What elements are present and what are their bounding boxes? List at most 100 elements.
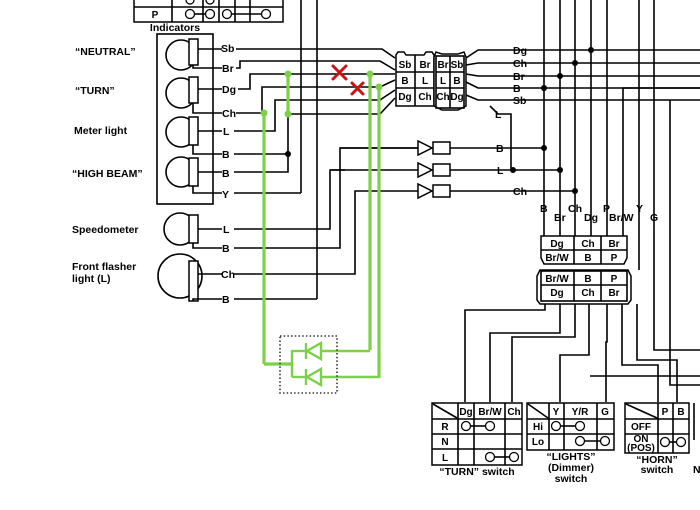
pin: P	[611, 274, 618, 285]
pin: Br	[608, 239, 619, 250]
wire-dg: Dg	[222, 84, 236, 96]
lights-caption: switch	[555, 473, 588, 485]
pin: P	[611, 253, 618, 264]
bus-b: B	[513, 83, 521, 95]
lights-caption: “LIGHTS”	[547, 451, 596, 463]
diode-b-icon	[340, 139, 451, 157]
horn-row: (POS)	[627, 443, 655, 454]
pin: Dg	[550, 239, 563, 250]
pin: Ch	[581, 239, 594, 250]
wire-b: B	[222, 243, 230, 255]
col-label: Y	[636, 203, 643, 215]
ignition-key-table: P	[133, 0, 284, 23]
pin: Br	[419, 60, 430, 71]
pin: Dg	[450, 92, 463, 103]
horn-row: ON	[634, 434, 649, 445]
horn-header: B	[677, 407, 684, 418]
bus-l: L	[495, 109, 502, 121]
wire-b: B	[222, 294, 230, 306]
col-label: Br	[554, 212, 566, 224]
label-high-beam: “HIGH BEAM”	[72, 168, 143, 180]
diode-module-outline	[279, 335, 338, 394]
col-label: B	[540, 203, 548, 215]
pin: Sb	[399, 60, 412, 71]
diode-l-icon	[417, 161, 451, 179]
bus-ch: Ch	[513, 186, 527, 198]
bus-dg: Dg	[513, 45, 527, 57]
turn-switch-caption: “TURN” switch	[439, 466, 514, 478]
lights-header: Y/R	[572, 407, 589, 418]
pin: B	[401, 76, 408, 87]
col-label: Br/W	[609, 212, 634, 224]
label-speedometer: Speedometer	[72, 224, 139, 236]
horn-row: OFF	[631, 422, 651, 433]
lamp-turn-icon	[165, 76, 222, 114]
horn-header: P	[662, 407, 669, 418]
pin: Br	[608, 288, 619, 299]
lights-row: Lo	[532, 437, 544, 448]
lights-caption: (Dimmer)	[548, 462, 594, 474]
pin: Dg	[398, 92, 411, 103]
bus-ch: Ch	[513, 58, 527, 70]
label-front-flasher-2: light (L)	[72, 273, 110, 285]
lamp-front-flasher-icon	[157, 253, 222, 302]
pin: Br/W	[545, 274, 569, 285]
lamp-meter-icon	[165, 116, 222, 155]
col-label: P	[603, 203, 610, 215]
lights-header: G	[601, 407, 609, 418]
pin: Dg	[550, 288, 563, 299]
wire-b: B	[222, 149, 230, 161]
bus-l: L	[497, 165, 504, 177]
partial-label: N	[693, 464, 700, 476]
lamp-speedometer-icon	[163, 212, 222, 249]
pin: Ch	[581, 288, 594, 299]
pin: L	[440, 76, 446, 87]
wire-sb: Sb	[221, 43, 234, 55]
wire-ch: Ch	[221, 269, 235, 281]
diode-ch-icon	[417, 182, 451, 200]
diode-upper-icon	[304, 340, 370, 362]
connector-lower-top: Dg Ch Br Br/W B P	[540, 235, 628, 265]
horn-switch-table: P B OFF ON (POS) “HORN” switch	[624, 402, 690, 476]
wire-l: L	[223, 224, 230, 236]
diode-lower-icon	[304, 366, 379, 388]
connector-right: Br Sb L B Ch Dg	[433, 51, 467, 111]
pin: Br	[437, 60, 448, 71]
col-label: Ch	[568, 203, 582, 215]
bus-br: Br	[513, 71, 525, 83]
pin: B	[584, 274, 591, 285]
turn-header: Ch	[507, 407, 520, 418]
diode-modification	[260, 70, 383, 394]
indicators-title: Indicators	[150, 22, 200, 34]
lights-switch-table: Y Y/R G Hi Lo “LIGHTS” (Dimmer) switch	[526, 402, 615, 485]
horn-caption: “HORN”	[636, 454, 677, 466]
turn-switch-table: Dg Br/W Ch R N L “TURN” switch	[431, 402, 523, 478]
cut-mark-icon	[350, 81, 365, 96]
col-label: Dg	[584, 212, 598, 224]
pin: L	[422, 76, 428, 87]
pin: B	[584, 253, 591, 264]
turn-row: R	[441, 422, 449, 433]
lamp-neutral-icon	[165, 38, 222, 71]
indicators-panel	[156, 33, 214, 205]
bus-b: B	[496, 143, 504, 155]
turn-header: Br/W	[478, 407, 502, 418]
wire-ch: Ch	[222, 108, 236, 120]
lights-header: Y	[553, 407, 560, 418]
pin: Ch	[436, 92, 449, 103]
cut-mark-icon	[331, 64, 348, 81]
key-row-p: P	[152, 10, 159, 21]
turn-row: L	[442, 453, 448, 464]
pin: Ch	[418, 92, 431, 103]
pin: Sb	[451, 60, 464, 71]
lights-row: Hi	[533, 422, 543, 433]
connector-lower-bottom: Br/W B P Dg Ch Br	[536, 269, 632, 305]
wire-harness	[234, 0, 700, 402]
label-front-flasher-1: Front flasher	[72, 261, 136, 273]
label-meter-light: Meter light	[74, 125, 128, 137]
wire-b: B	[222, 168, 230, 180]
wire-l: L	[223, 126, 230, 138]
label-neutral: “NEUTRAL”	[75, 46, 136, 58]
horn-caption: switch	[641, 464, 674, 476]
